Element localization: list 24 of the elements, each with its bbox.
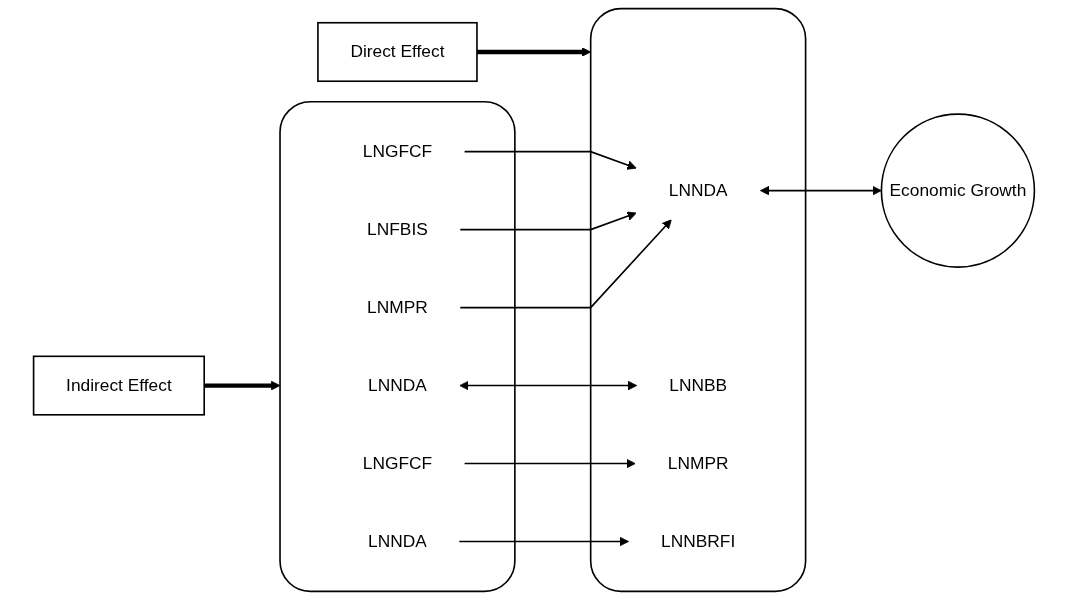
node-text: LNNBRFI: [661, 531, 736, 551]
arrow: [463, 150, 637, 170]
node-text: LNNDA: [368, 531, 427, 551]
arrow: [463, 458, 636, 469]
arrow: [458, 536, 629, 547]
node-text: LNNDA: [368, 375, 427, 395]
arrow: [459, 219, 672, 309]
node-text: LNGFCF: [362, 141, 433, 161]
node-text: LNNBB: [669, 375, 728, 395]
arrow: [760, 185, 882, 196]
node-text: LNFBIS: [367, 219, 428, 239]
arrow: [459, 211, 637, 231]
cluster: [279, 101, 516, 593]
arrow: [204, 380, 281, 391]
node-text: LNNDA: [668, 180, 728, 200]
node-text: LNMPR: [367, 297, 428, 317]
node-circle: Economic Growth: [880, 113, 1036, 268]
arrow: [459, 380, 638, 391]
arrow: [476, 47, 592, 57]
node-box: Indirect Effect: [32, 355, 205, 416]
cluster: [589, 7, 807, 593]
node-box: Direct Effect: [317, 21, 478, 83]
node-text: LNGFCF: [362, 453, 433, 473]
node-text: LNMPR: [667, 453, 729, 473]
